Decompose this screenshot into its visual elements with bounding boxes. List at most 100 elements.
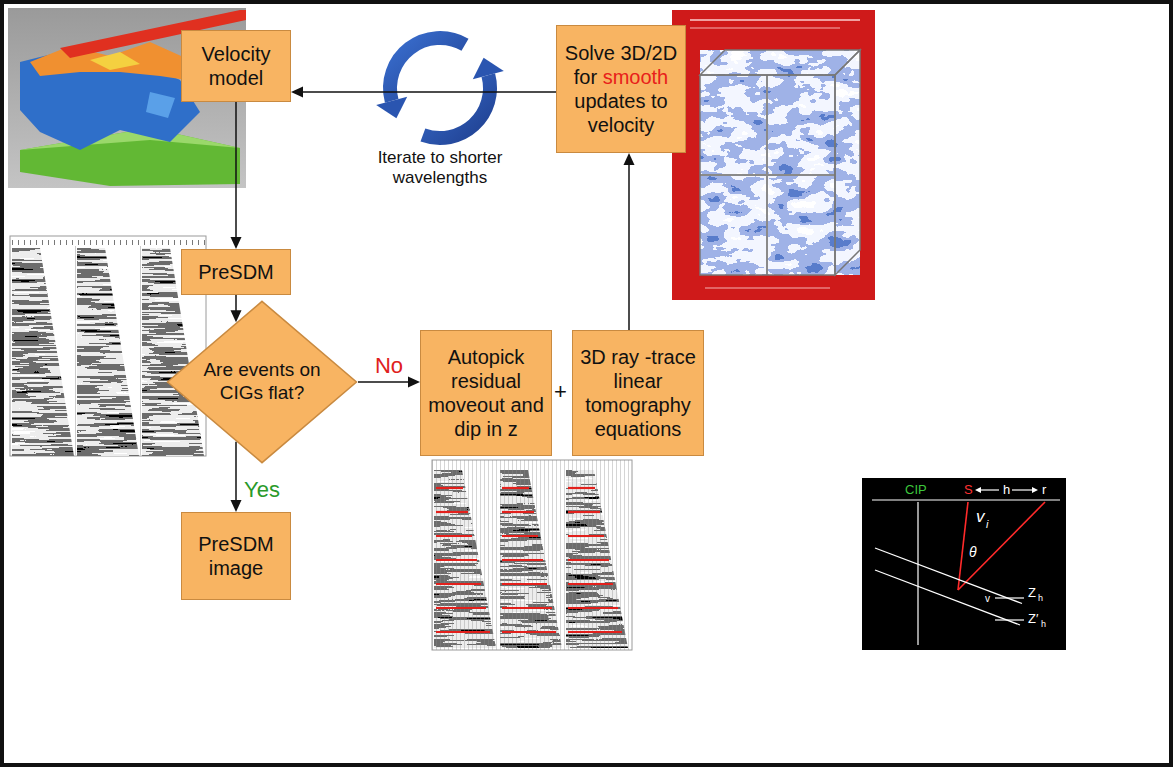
- depth-symbol: Z′: [1028, 612, 1038, 625]
- offset-arrowhead: [975, 487, 981, 493]
- ray-geometry-inset: [862, 478, 1066, 650]
- connector: [624, 153, 635, 330]
- gather-ground: [432, 460, 632, 650]
- pick-set: [568, 488, 622, 632]
- output-box: PreSDM image: [181, 512, 291, 600]
- image-gathers: [10, 236, 206, 456]
- source-ray: [958, 502, 968, 590]
- cube-edge: [700, 50, 860, 75]
- trace-grid: [432, 460, 632, 650]
- cycle-arc: [423, 75, 490, 138]
- velocity-mark: v: [985, 594, 990, 604]
- node-text: Are events on CIGs flat?: [199, 359, 326, 405]
- loop-note: Iterate to shorter wavelengths: [365, 148, 515, 189]
- arrowhead: [624, 153, 635, 165]
- pick-set: [502, 488, 556, 632]
- tomography-cube-picture: [672, 10, 875, 300]
- arrowhead: [408, 377, 420, 388]
- diamond-shape: [168, 301, 357, 462]
- arrowhead: [291, 87, 303, 98]
- text-word: Solve: [565, 42, 615, 64]
- angle-symbol: θ: [969, 545, 977, 559]
- velocity-symbol: v: [976, 508, 985, 525]
- seismic-traces: [10, 248, 206, 456]
- arrowhead: [231, 237, 242, 249]
- text-word: for: [574, 66, 597, 88]
- connector: [231, 102, 242, 249]
- offset-arrow: [1012, 489, 1032, 490]
- footer-strip: [705, 287, 830, 289]
- pick-set: [436, 488, 490, 632]
- source-label: S: [964, 483, 973, 496]
- text-word: velocity: [588, 114, 655, 136]
- cube-cut: [700, 174, 835, 176]
- depth-line: [995, 597, 1024, 598]
- process-box: Autopick residual moveout and dip in z: [420, 330, 552, 456]
- connector-line: [235, 442, 237, 501]
- decision-diamond: Are events on CIGs flat?: [166, 300, 358, 464]
- cycle-arrowhead: [473, 58, 504, 79]
- receiver-ray: [958, 502, 1045, 590]
- cube-top: [700, 50, 860, 75]
- depth-line: [995, 619, 1024, 620]
- edge-label: Yes: [244, 479, 280, 501]
- connector-line: [358, 381, 409, 383]
- connector: [231, 442, 242, 512]
- gather-ticks: [10, 237, 206, 245]
- node-text: Autopick residual moveout and dip in z: [427, 345, 545, 441]
- text-word: updates: [574, 90, 645, 112]
- panel-divider: [75, 246, 76, 456]
- connector-line: [302, 91, 556, 93]
- iteration-arrows: [376, 38, 504, 138]
- offset-arrowhead: [1032, 487, 1038, 493]
- cip-line: [917, 502, 918, 645]
- inset-ground: [862, 478, 1066, 650]
- connector-line: [235, 102, 237, 238]
- depth-subscript: h: [1041, 620, 1046, 629]
- node-text: PreSDM: [188, 260, 284, 284]
- connector: [231, 295, 242, 322]
- connector: [291, 87, 556, 98]
- node-text: Solve 3D/2D for smooth updates to veloci…: [563, 41, 679, 137]
- depth-symbol: Z: [1028, 586, 1036, 599]
- header-strip: [690, 27, 840, 29]
- process-box: 3D ray -trace linear tomography equation…: [572, 330, 704, 456]
- surface-line: [872, 499, 1060, 500]
- cube-edge: [835, 50, 860, 275]
- receiver-label: r: [1042, 483, 1046, 496]
- text-word: to: [651, 90, 668, 112]
- connector: [358, 377, 420, 388]
- connector-line: [235, 295, 237, 311]
- node-text: Velocity model: [188, 42, 284, 90]
- plus-sign: +: [554, 381, 567, 403]
- node-text: PreSDM image: [188, 532, 284, 580]
- offset-arrow: [981, 489, 999, 490]
- header-strip: [690, 19, 860, 21]
- arrowhead: [231, 500, 242, 512]
- connector-line: [628, 164, 630, 330]
- yellow-patch: [90, 52, 140, 70]
- cube-edge: [700, 75, 835, 275]
- cip-label: CIP: [905, 483, 927, 496]
- process-box: PreSDM: [181, 249, 291, 295]
- picture-ground: [672, 10, 875, 300]
- text-word: smooth: [603, 66, 669, 88]
- edge-label: No: [375, 355, 403, 377]
- text-word: 3D/2D: [620, 42, 677, 64]
- diamond-text-holder: Are events on CIGs flat?: [199, 359, 326, 405]
- light-blue-patch: [146, 92, 175, 118]
- panel-divider: [140, 246, 141, 456]
- reflector-line: [875, 548, 1022, 604]
- cycle-arrowhead: [376, 97, 407, 119]
- process-box: Solve 3D/2D for smooth updates to veloci…: [556, 25, 686, 153]
- cube-side: [835, 50, 860, 275]
- gather-ground: [10, 236, 206, 456]
- process-box: Velocity model: [181, 30, 291, 102]
- offset-label: h: [1003, 483, 1010, 496]
- cube-front: [700, 75, 835, 275]
- depth-subscript: h: [1038, 594, 1043, 603]
- moveout-picks: [436, 488, 622, 632]
- velocity-subscript: i: [986, 519, 988, 530]
- picked-gathers: [432, 460, 632, 650]
